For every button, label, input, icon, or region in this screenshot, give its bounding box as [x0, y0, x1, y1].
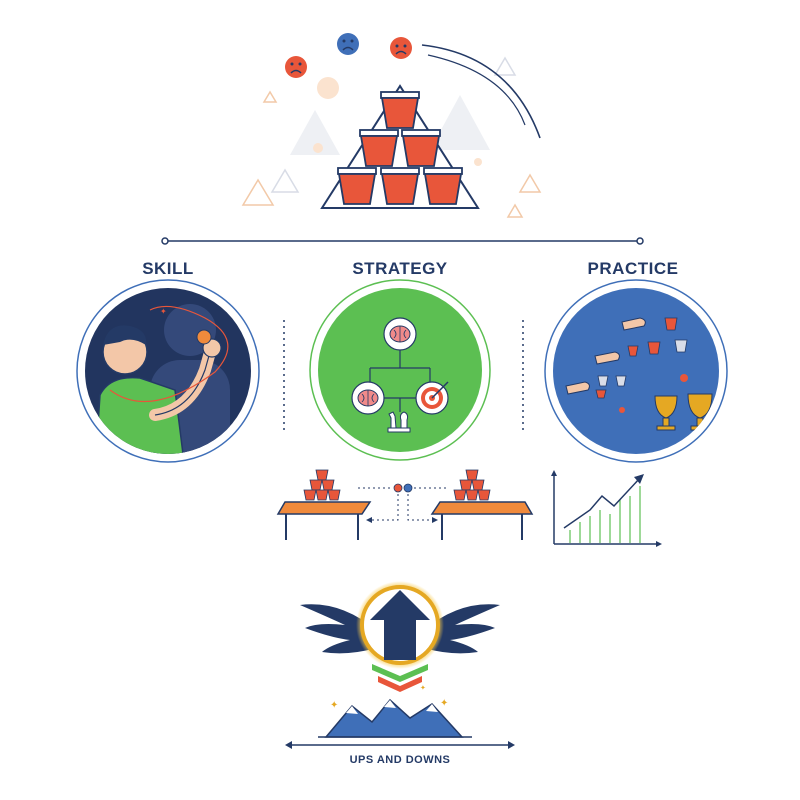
sparkle-icon: ✦: [440, 698, 448, 709]
chevron-green: [372, 664, 428, 682]
brain-icon: [351, 381, 385, 415]
sad-face-icon: [337, 33, 359, 55]
bg-dot: [313, 143, 323, 153]
ball-trail: [109, 305, 229, 403]
double-arrow: [285, 741, 515, 749]
target-icon: [415, 381, 449, 415]
connector-line: [161, 237, 644, 245]
cup: [337, 167, 377, 205]
left-wing: [300, 604, 376, 654]
table-cups: [453, 469, 491, 501]
footer-caption: UPS AND DOWNS: [349, 754, 451, 766]
practice-cups: [595, 317, 688, 399]
practice-circle: [544, 279, 728, 463]
progress-chart-icon: [551, 470, 662, 547]
cup: [359, 129, 399, 167]
pillar-label-practice: PRACTICE: [587, 259, 679, 278]
cup: [380, 91, 420, 129]
up-arrow-icon: [370, 590, 430, 660]
mountain-range: ✦ ✦ ✦: [318, 684, 472, 738]
chess-pieces-icon: [387, 411, 411, 433]
trophy-icon: [654, 395, 678, 431]
hand-icon: [565, 317, 646, 395]
strategy-flow: [369, 350, 431, 412]
sparkle-icon: ✦: [420, 684, 426, 692]
sparkle-icon: ✦: [330, 700, 338, 711]
cup: [423, 167, 463, 205]
pyramid-frame: [320, 84, 480, 209]
ball: [680, 374, 688, 382]
angry-face-icon: [390, 37, 412, 59]
cup: [380, 167, 420, 205]
chevron-red: [378, 676, 422, 692]
cup-pyramid-scene: [241, 33, 542, 218]
bg-triangle-large-2: [430, 95, 490, 150]
cup: [401, 129, 441, 167]
bg-triangle-large: [290, 110, 340, 155]
trajectory-arc: [421, 44, 541, 139]
pillar-label-skill: SKILL: [142, 259, 194, 278]
cup-stack: [337, 91, 463, 205]
brain-gear-icon: [383, 317, 417, 351]
trajectory-arc-2: [427, 54, 526, 126]
sad-face-icon: [285, 56, 307, 78]
pillar-label-strategy: STRATEGY: [352, 259, 448, 278]
left-table: [276, 469, 372, 540]
skill-circle: ✦: [76, 279, 260, 463]
right-table: [430, 469, 534, 540]
winged-arrow-emblem: [300, 581, 500, 692]
bg-dot: [317, 77, 339, 99]
right-wing: [424, 604, 500, 654]
ball: [196, 329, 212, 345]
bg-dot: [474, 158, 482, 166]
table-connector: [358, 483, 446, 523]
table-cups: [303, 469, 341, 501]
ball: [619, 407, 625, 413]
strategy-circle: [309, 279, 491, 461]
sparkle-icon: ✦: [160, 307, 167, 316]
